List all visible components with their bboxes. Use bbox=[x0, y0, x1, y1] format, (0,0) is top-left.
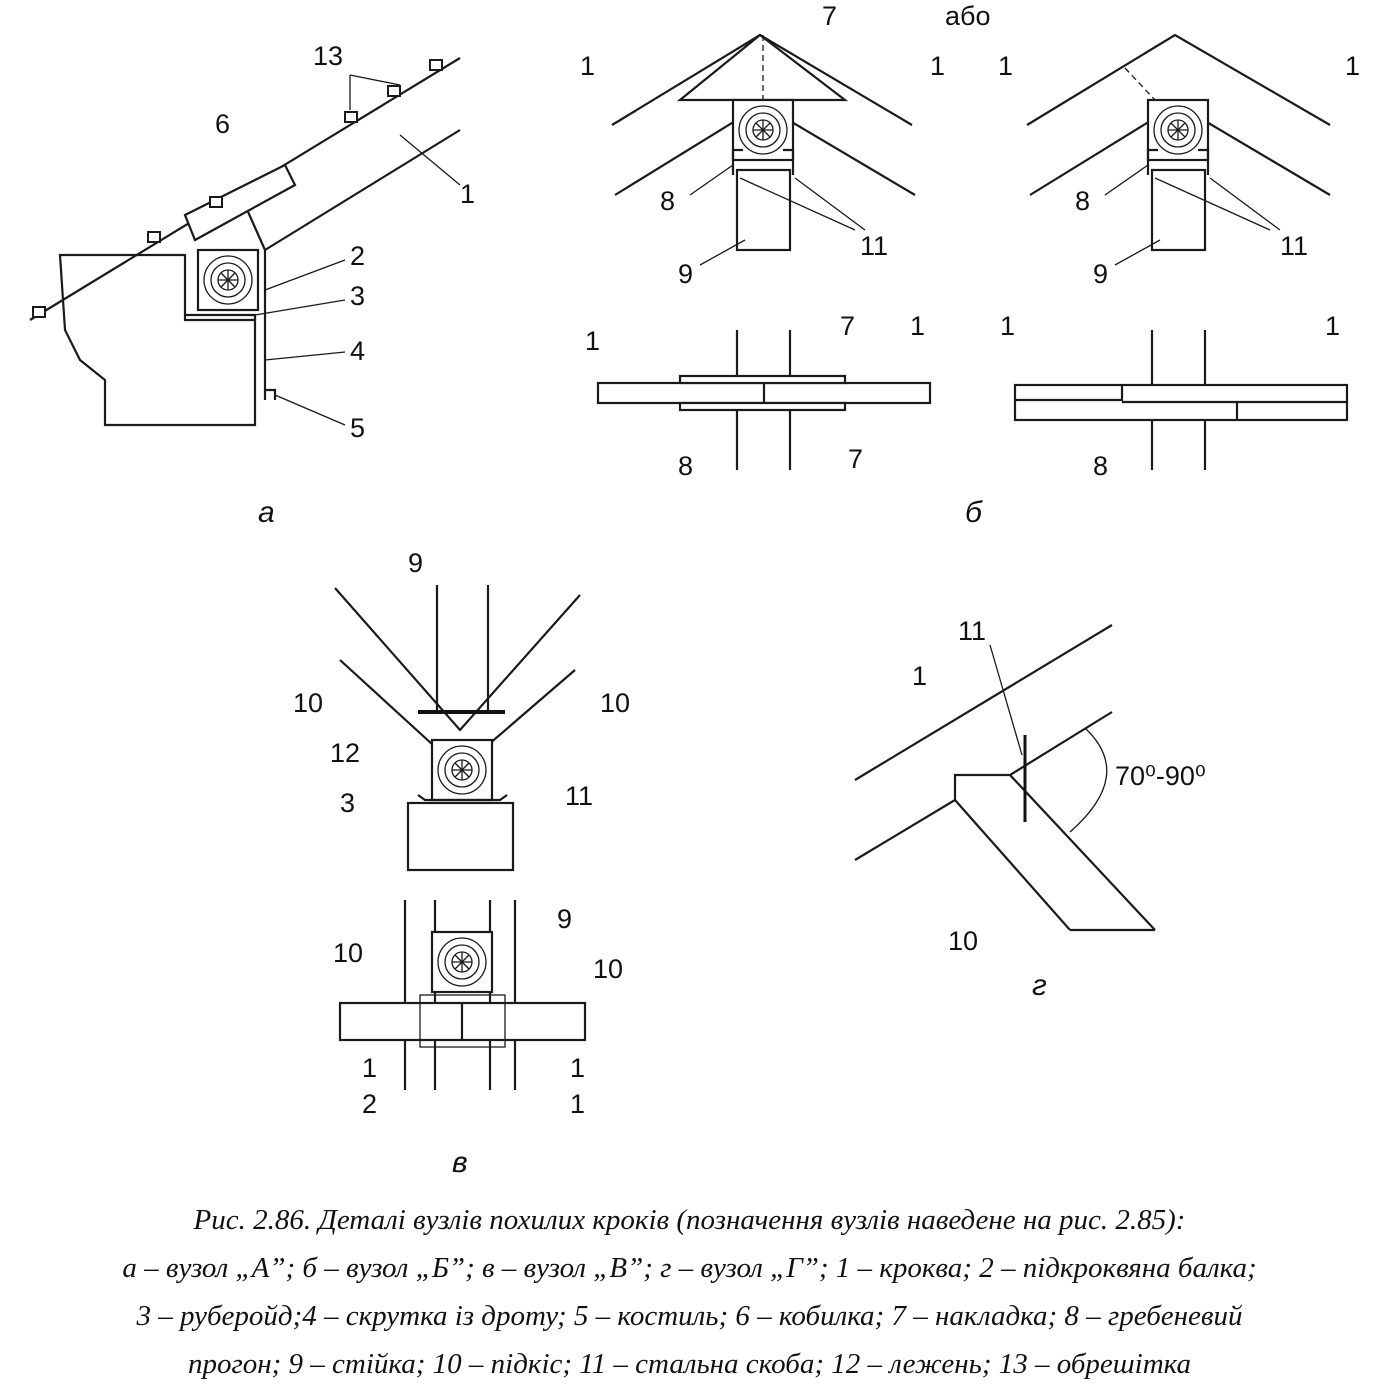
panel-a-eave-node: 13 6 1 2 3 4 5 а bbox=[29, 41, 475, 529]
label-1: 1 bbox=[362, 1053, 377, 1083]
panel-g-rafter-brace-node: 11 1 10 70⁰-90⁰ г bbox=[854, 616, 1206, 1002]
label-7: 7 bbox=[822, 1, 837, 31]
label-1: 1 bbox=[1345, 51, 1360, 81]
label-6: 6 bbox=[215, 109, 230, 139]
label-10: 10 bbox=[293, 688, 323, 718]
label-5: 5 bbox=[350, 413, 365, 443]
label-11: 11 bbox=[1280, 231, 1308, 261]
beam-block bbox=[406, 801, 515, 872]
label-1: 1 bbox=[1325, 311, 1340, 341]
label-11: 11 bbox=[565, 781, 593, 811]
label-8: 8 bbox=[1075, 186, 1090, 216]
label-1: 1 bbox=[460, 179, 475, 209]
label-2: 2 bbox=[350, 241, 365, 271]
rafter-bottom-edge bbox=[264, 129, 461, 251]
kobylka bbox=[183, 163, 297, 242]
label-3: 3 bbox=[350, 281, 365, 311]
caption-legend-2: 3 – руберойд;4 – скрутка із дроту; 5 – к… bbox=[136, 1300, 1243, 1332]
caption-legend-1: а – вузол „А”; б – вузол „Б”; в – вузол … bbox=[122, 1252, 1257, 1284]
label-1: 1 bbox=[998, 51, 1013, 81]
panel-letter-b: б bbox=[965, 496, 983, 529]
caption-title: Рис. 2.86. Деталі вузлів похилих кроків … bbox=[193, 1204, 1186, 1236]
label-7: 7 bbox=[848, 444, 863, 474]
label-2: 2 bbox=[362, 1089, 377, 1119]
panel-letter-a: а bbox=[258, 496, 275, 529]
label-10: 10 bbox=[333, 938, 363, 968]
label-1: 1 bbox=[585, 326, 600, 356]
label-9: 9 bbox=[678, 259, 693, 289]
label-8: 8 bbox=[678, 451, 693, 481]
label-3: 3 bbox=[340, 788, 355, 818]
label-11: 11 bbox=[958, 616, 986, 646]
label-12: 12 bbox=[330, 738, 360, 768]
figure-caption: Рис. 2.86. Деталі вузлів похилих кроків … bbox=[0, 1196, 1379, 1388]
roof-node-details-drawing: 13 6 1 2 3 4 5 а або 7 1 1 8 11 9 bbox=[29, 1, 1360, 1179]
angle-label: 70⁰-90⁰ bbox=[1115, 761, 1206, 791]
label-13: 13 bbox=[313, 41, 343, 71]
label-1: 1 bbox=[570, 1089, 585, 1119]
label-1: 1 bbox=[1000, 311, 1015, 341]
label-1: 1 bbox=[580, 51, 595, 81]
brick-wall bbox=[58, 253, 257, 427]
label-7: 7 bbox=[840, 311, 855, 341]
label-4: 4 bbox=[350, 336, 365, 366]
label-11: 11 bbox=[860, 231, 888, 261]
panel-v-brace-node: 9 10 10 12 11 3 9 10 10 1 2 1 1 в bbox=[293, 548, 630, 1179]
label-8: 8 bbox=[1093, 451, 1108, 481]
label-1: 1 bbox=[570, 1053, 585, 1083]
post bbox=[735, 168, 792, 252]
label-10: 10 bbox=[593, 954, 623, 984]
label-1: 1 bbox=[930, 51, 945, 81]
label-9: 9 bbox=[1093, 259, 1108, 289]
label-9: 9 bbox=[408, 548, 423, 578]
caption-legend-3: прогон; 9 – стійка; 10 – підкіс; 11 – ст… bbox=[187, 1348, 1192, 1380]
panel-letter-v: в bbox=[452, 1146, 468, 1179]
or-label: або bbox=[945, 1, 991, 31]
label-9: 9 bbox=[557, 904, 572, 934]
battens bbox=[32, 59, 443, 318]
panel-letter-g: г bbox=[1032, 969, 1047, 1002]
label-1: 1 bbox=[910, 311, 925, 341]
label-8: 8 bbox=[660, 186, 675, 216]
panel-b-ridge-node: або 7 1 1 8 11 9 1 1 8 11 9 bbox=[580, 1, 1360, 529]
label-1: 1 bbox=[912, 661, 927, 691]
label-10: 10 bbox=[600, 688, 630, 718]
label-10: 10 bbox=[948, 926, 978, 956]
